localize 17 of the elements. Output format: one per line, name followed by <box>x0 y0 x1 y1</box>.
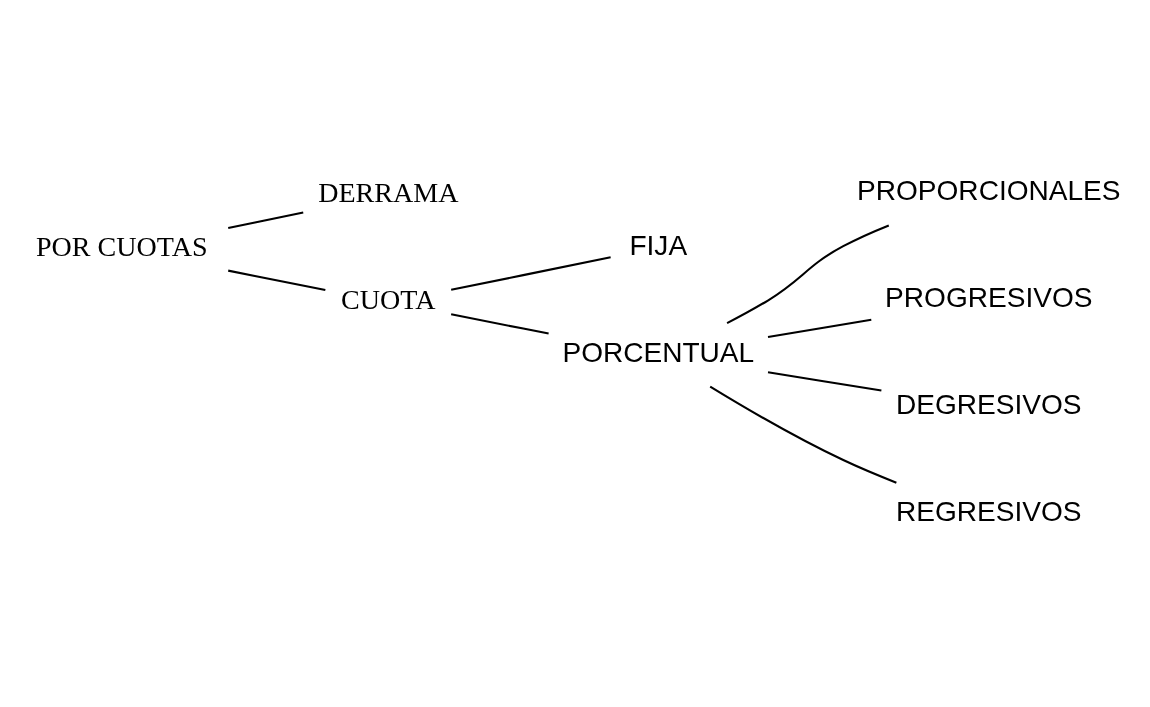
connector <box>450 255 611 291</box>
node-text: POR CUOTAS <box>36 230 208 262</box>
node-text: DEGRESIVOS <box>896 388 1082 420</box>
node-text: CUOTA <box>341 283 436 315</box>
connector <box>767 370 882 392</box>
node-text: FIJA <box>629 229 688 261</box>
node-text: DERRAMA <box>318 176 459 208</box>
node-text: REGRESIVOS <box>896 495 1082 527</box>
connector <box>228 211 304 229</box>
node-text: PORCENTUAL <box>562 336 755 368</box>
connector <box>228 269 326 291</box>
connector <box>709 385 897 484</box>
connector <box>450 312 549 335</box>
node-text: PROGRESIVOS <box>885 281 1093 313</box>
connector <box>767 318 872 338</box>
connector <box>726 223 890 324</box>
node-text: PROPORCIONALES <box>857 174 1121 206</box>
